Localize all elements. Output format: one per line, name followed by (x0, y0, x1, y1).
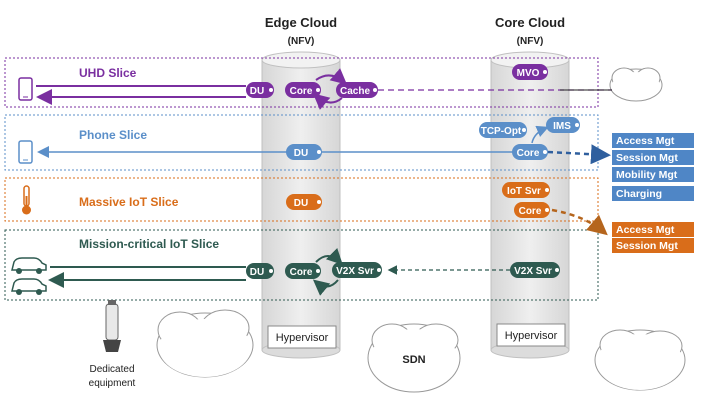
tag-mobility-mgt-label: Mobility Mgt (616, 169, 678, 181)
tag-mobility-mgt (612, 167, 694, 182)
uhd-mvo-node (512, 64, 548, 80)
phone-core-to-tags (547, 144, 611, 165)
tag-charging-label: Charging (616, 188, 662, 200)
mission-du-label: DU (250, 267, 264, 278)
iot-core-node (514, 202, 550, 218)
iot-svr-node (502, 182, 550, 198)
cloud-shape-bottomright (594, 329, 686, 391)
tag-session-mgt-iot (612, 238, 694, 253)
uhd-du-node (246, 82, 274, 98)
mission-v2x-core-node (510, 262, 560, 278)
tag-access-mgt (612, 133, 694, 148)
core-cloud-subtitle: (NFV) (517, 36, 544, 47)
phone-core-label: Core (517, 148, 540, 159)
iot-core-to-tags (551, 208, 608, 236)
edge-hypervisor-label: Hypervisor (276, 332, 329, 344)
phone-ims-node (546, 117, 580, 133)
cloud-shape-topright (609, 67, 663, 102)
iot-core-label: Core (519, 206, 542, 217)
tag-charging (612, 186, 694, 201)
tag-session-mgt-iot-label: Session Mgt (616, 240, 678, 252)
smartphone-icon (18, 77, 33, 101)
uhd-cache-node (336, 82, 378, 98)
uhd-slice-title: UHD Slice (79, 66, 137, 80)
uhd-mvo-label: MVO (517, 68, 540, 79)
thermometer-icon (22, 185, 31, 215)
uhd-du-label: DU (250, 86, 264, 97)
tag-access-mgt-iot-label: Access Mgt (616, 224, 675, 236)
phone-du-label: DU (294, 148, 308, 159)
iot-du-label: DU (294, 198, 308, 209)
phone-core-node (512, 144, 548, 160)
cloud-shape-bottomleft (156, 309, 254, 378)
mission-core-node (285, 263, 321, 279)
core-hypervisor-label: Hypervisor (505, 330, 558, 342)
uhd-core-label: Core (290, 86, 313, 97)
iot-slice-box (4, 177, 599, 222)
uhd-cache-label: Cache (340, 86, 370, 97)
control-tags-blue: Access Mgt Session Mgt Mobility Mgt Char… (612, 133, 694, 201)
iot-slice-title: Massive IoT Slice (79, 195, 179, 209)
tag-session-mgt (612, 150, 694, 165)
iot-svr-label: IoT Svr (507, 186, 541, 197)
edge-cloud-subtitle: (NFV) (288, 36, 315, 47)
smartphone-icon (18, 140, 33, 164)
uhd-loop-arrow (315, 68, 348, 85)
control-tags-orange: Access Mgt Session Mgt (612, 222, 694, 253)
mission-slice-box (4, 229, 599, 301)
dedicated-equipment-label-2: equipment (89, 378, 136, 389)
phone-slice-box (4, 114, 599, 171)
mission-v2x-edge-label: V2X Svr (336, 266, 374, 277)
mission-loop-arrow (315, 247, 343, 265)
car-icon (11, 257, 47, 274)
dedicated-equipment-label: Dedicated (89, 364, 134, 375)
mission-v2x-edge-node (332, 262, 382, 278)
edge-cloud-title: Edge Cloud (265, 15, 337, 30)
tag-session-mgt-label: Session Mgt (616, 152, 678, 164)
phone-ims-arrow (531, 125, 549, 144)
tag-access-mgt-iot (612, 222, 694, 237)
phone-slice-title: Phone Slice (79, 128, 147, 142)
phone-du-node (286, 144, 322, 160)
phone-tcp-opt-label: TCP-Opt (481, 126, 522, 137)
core-hypervisor-box (496, 323, 566, 347)
cloud-shape-sdn (367, 323, 461, 393)
mission-v2x-core-label: V2X Svr (514, 266, 552, 277)
uhd-loop-arrow (312, 93, 343, 110)
edge-hypervisor-box (267, 325, 337, 349)
car-icon (11, 278, 47, 295)
dedicated-equipment-icon (103, 300, 121, 352)
core-cloud-title: Core Cloud (495, 15, 565, 30)
sdn-label: SDN (402, 354, 425, 366)
uhd-core-node (285, 82, 321, 98)
phone-ims-label: IMS (553, 121, 571, 132)
mission-du-node (246, 263, 274, 279)
iot-du-node (286, 194, 322, 210)
mission-slice-title: Mission-critical IoT Slice (79, 237, 219, 251)
uhd-slice-box (4, 57, 599, 108)
tag-access-mgt-label: Access Mgt (616, 135, 675, 147)
mission-core-label: Core (290, 267, 313, 278)
phone-tcp-opt-node (479, 122, 527, 138)
mission-loop-arrow (312, 279, 339, 296)
